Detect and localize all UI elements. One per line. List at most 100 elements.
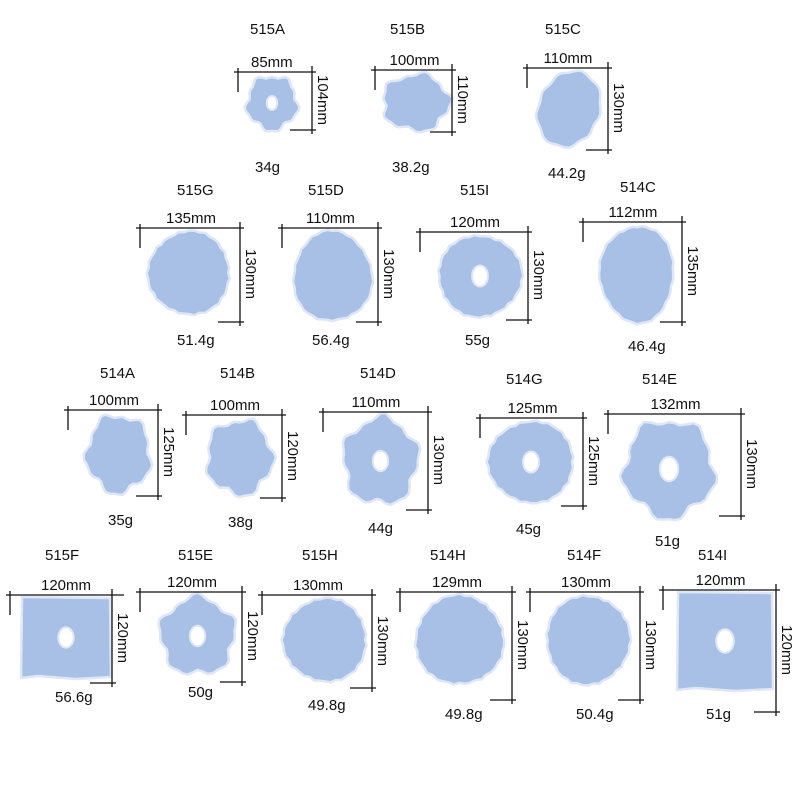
height-label-515b: 110mm	[454, 75, 471, 124]
width-label-515d: 110mm	[306, 210, 355, 227]
mold-shape-514d	[338, 412, 423, 510]
height-label-514g: 125mm	[585, 436, 602, 487]
weight-label-515f: 56.6g	[55, 689, 93, 706]
mold-code-515a: 515A	[250, 21, 286, 38]
weight-label-514c: 46.4g	[628, 338, 666, 355]
mold-body	[145, 229, 232, 317]
mold-code-514a: 514A	[100, 365, 136, 382]
weight-label-514f: 50.4g	[576, 706, 614, 723]
height-label-514a: 125mm	[160, 427, 177, 478]
mold-svg	[675, 590, 775, 693]
mold-shape-514b	[202, 415, 278, 500]
height-label-514h: 130mm	[514, 620, 531, 671]
mold-code-515d: 515D	[308, 182, 344, 199]
mold-svg	[597, 224, 675, 326]
height-label-514e: 130mm	[743, 439, 760, 490]
weight-label-515e: 50g	[188, 684, 214, 701]
mold-svg	[291, 228, 375, 323]
weight-label-514b: 38g	[228, 514, 254, 531]
weight-label-514g: 45g	[516, 521, 542, 538]
mold-hole	[715, 628, 735, 654]
width-label-515g: 135mm	[166, 210, 217, 227]
mold-code-515c: 515C	[545, 21, 581, 38]
height-label-514f: 130mm	[642, 620, 659, 671]
mold-body	[381, 70, 454, 134]
mold-code-515i: 515I	[460, 182, 490, 199]
height-label-514d: 130mm	[430, 435, 447, 486]
width-label-514h: 129mm	[432, 574, 483, 591]
mold-hole	[371, 449, 390, 473]
width-label-514g: 125mm	[507, 400, 558, 417]
height-label-515i: 130mm	[530, 250, 547, 301]
mold-svg	[436, 233, 525, 320]
mold-shape-515e	[155, 591, 240, 680]
width-label-515e: 120mm	[167, 574, 218, 591]
width-label-514f: 130mm	[561, 574, 612, 591]
weight-label-514d: 44g	[368, 520, 394, 537]
mold-hole	[57, 626, 75, 649]
mold-code-514i: 514I	[698, 547, 728, 564]
width-label-515a: 85mm	[251, 54, 293, 71]
mold-code-515h: 515H	[302, 547, 338, 564]
height-label-515g: 130mm	[242, 249, 259, 300]
height-label-515c: 130mm	[610, 83, 627, 134]
weight-label-514i: 51g	[706, 706, 732, 723]
mold-code-514f: 514F	[567, 547, 602, 564]
mold-code-515g: 515G	[177, 182, 214, 199]
width-label-515h: 130mm	[293, 577, 344, 594]
height-label-514b: 120mm	[284, 430, 301, 481]
width-label-515b: 100mm	[389, 52, 440, 69]
width-label-514d: 110mm	[351, 394, 401, 411]
weight-label-514a: 35g	[108, 512, 134, 529]
mold-shape-514i	[675, 590, 775, 693]
mold-code-514h: 514H	[430, 547, 466, 564]
mold-svg	[145, 229, 232, 317]
weight-label-515c: 44.2g	[548, 165, 586, 182]
mold-code-514d: 514D	[360, 365, 396, 382]
mold-svg	[341, 412, 422, 507]
mold-body	[597, 224, 675, 326]
height-label-515h: 130mm	[374, 615, 391, 666]
width-label-515i: 120mm	[450, 214, 501, 231]
mold-svg	[485, 419, 575, 505]
height-label-515f: 120mm	[114, 613, 131, 664]
width-label-514i: 120mm	[695, 572, 746, 589]
mold-hole	[188, 624, 207, 648]
width-label-515f: 120mm	[41, 577, 92, 594]
mold-svg	[19, 595, 113, 681]
mold-shape-515g	[145, 228, 233, 318]
weight-label-515b: 38.2g	[392, 159, 430, 176]
mold-hole	[471, 264, 489, 288]
width-label-514e: 132mm	[650, 396, 701, 413]
mold-hole	[265, 95, 279, 111]
mold-shape-514h	[412, 592, 507, 688]
mold-shape-515a	[243, 72, 301, 134]
mold-hole	[658, 455, 680, 483]
width-label-515c: 110mm	[543, 50, 593, 67]
width-label-514a: 100mm	[89, 392, 140, 409]
mold-shape-515f	[19, 595, 113, 681]
height-label-515e: 120mm	[244, 611, 261, 662]
height-label-514c: 135mm	[684, 246, 701, 297]
mold-shape-514f	[543, 592, 633, 688]
weight-label-514h: 49.8g	[445, 706, 483, 723]
mold-code-515b: 515B	[390, 21, 426, 38]
mold-shape-515d	[290, 228, 375, 325]
mold-body	[82, 413, 154, 496]
mold-body	[413, 592, 506, 686]
mold-svg	[381, 70, 454, 134]
mold-code-514c: 514C	[620, 179, 656, 196]
mold-body	[280, 596, 368, 684]
mold-svg	[534, 69, 602, 150]
mold-shape-514g	[485, 418, 577, 506]
mold-svg	[204, 417, 278, 499]
mold-svg	[82, 413, 154, 496]
mold-body	[291, 228, 375, 323]
mold-svg	[413, 592, 506, 686]
mold-svg	[544, 593, 633, 687]
mold-svg	[243, 75, 301, 133]
weight-label-515h: 49.8g	[308, 697, 346, 714]
mold-code-514e: 514E	[642, 371, 678, 388]
mold-shape-515i	[435, 232, 525, 320]
mold-code-514g: 514G	[506, 371, 543, 388]
